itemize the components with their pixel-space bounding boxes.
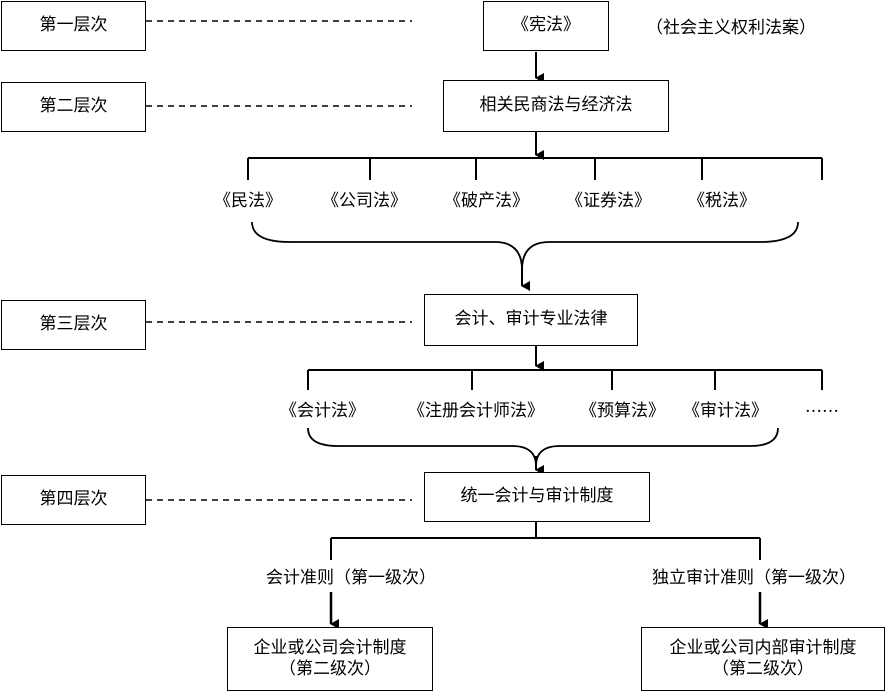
- company-accounting-system-box: 企业或公司会计制度 （第二级次）: [227, 627, 433, 691]
- law-bankruptcy: 《破产法》: [444, 191, 529, 211]
- internal-audit-system-box: 企业或公司内部审计制度 （第二级次）: [641, 627, 885, 691]
- accounting-standards: 会计准则（第一级次）: [266, 568, 436, 588]
- level2-label: 第二层次: [39, 96, 108, 117]
- internal-audit-system-line1: 企业或公司内部审计制度: [669, 637, 857, 658]
- company-accounting-system-line1: 企业或公司会计制度: [253, 637, 407, 658]
- law-civil: 《民法》: [214, 191, 282, 211]
- level2-box: 第二层次: [1, 82, 146, 132]
- law-cpa: 《注册会计师法》: [408, 401, 544, 421]
- law-accounting: 《会计法》: [280, 401, 365, 421]
- law-company: 《公司法》: [322, 191, 407, 211]
- company-accounting-system-line2: （第二级次）: [279, 659, 381, 679]
- law-audit: 《审计法》: [683, 401, 768, 421]
- audit-standards: 独立审计准则（第一级次）: [652, 568, 856, 588]
- civil-commercial-box: 相关民商法与经济法: [443, 80, 669, 132]
- level3-box: 第三层次: [1, 300, 146, 350]
- constitution-box: 《宪法》: [483, 1, 609, 51]
- constitution-note: （社会主义权利法案）: [646, 18, 816, 38]
- level3-label: 第三层次: [39, 314, 108, 335]
- internal-audit-system-line2: （第二级次）: [712, 659, 814, 679]
- unified-system-label: 统一会计与审计制度: [460, 486, 614, 507]
- unified-system-box: 统一会计与审计制度: [424, 472, 650, 522]
- constitution-label: 《宪法》: [512, 15, 580, 36]
- brace-level2: [251, 221, 799, 271]
- acct-audit-law-label: 会计、审计专业法律: [454, 309, 608, 330]
- law-budget: 《预算法》: [580, 401, 665, 421]
- civil-commercial-label: 相关民商法与经济法: [479, 95, 633, 116]
- brace-level3: [307, 427, 779, 467]
- acct-audit-law-box: 会计、审计专业法律: [424, 294, 638, 346]
- law-securities: 《证券法》: [566, 191, 651, 211]
- level4-box: 第四层次: [1, 475, 146, 525]
- law-tax: 《税法》: [688, 191, 756, 211]
- level4-label: 第四层次: [39, 489, 108, 510]
- law-ellipsis: ……: [805, 397, 839, 417]
- level1-label: 第一层次: [39, 15, 108, 36]
- level1-box: 第一层次: [1, 1, 146, 51]
